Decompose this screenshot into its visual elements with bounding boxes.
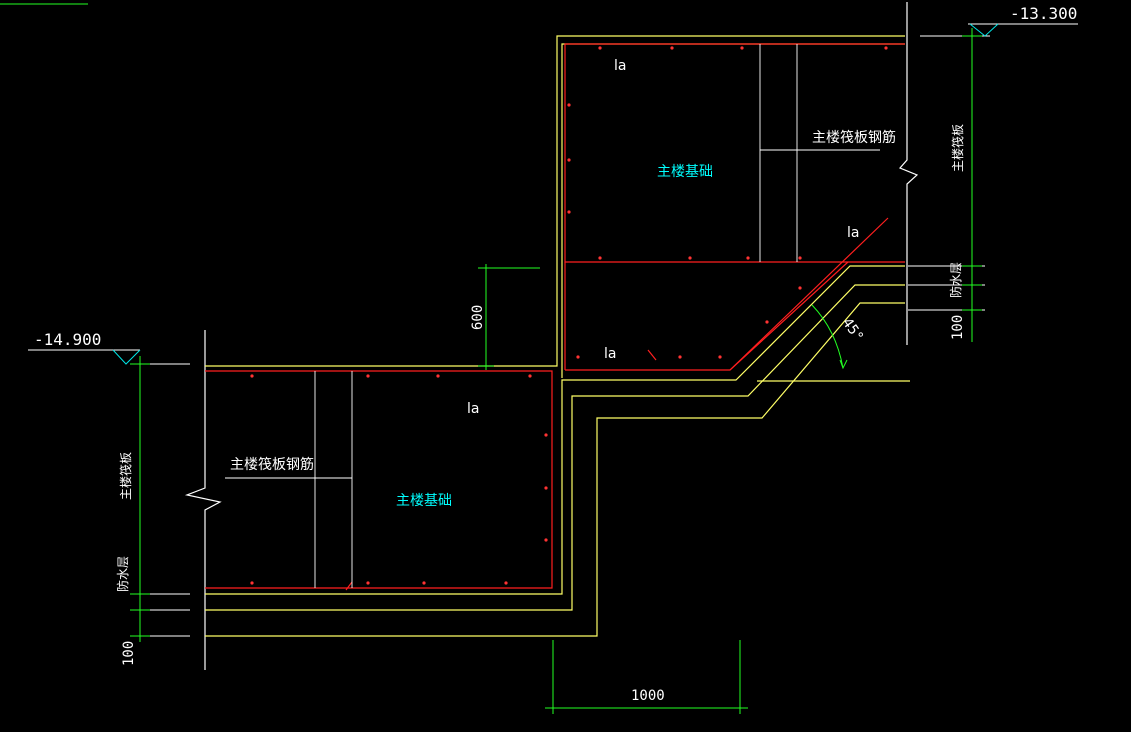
rebar-label-lower: 主楼筏板钢筋	[230, 456, 314, 473]
left-break-line	[184, 330, 222, 670]
elevation-right: -13.300	[1010, 4, 1077, 23]
elevation-left: -14.900	[34, 330, 101, 349]
elevation-mark-right	[969, 23, 999, 37]
lower-rebar-frame	[205, 370, 553, 589]
leader-lines	[28, 23, 1078, 637]
dim-width: 1000	[631, 688, 665, 704]
elevation-marks	[112, 23, 999, 365]
dim-layer-left: 100	[121, 641, 137, 666]
waterproof-label-right: 防水层	[948, 262, 963, 298]
anchor-label-2: la	[847, 225, 859, 241]
anchor-label-4: la	[467, 401, 479, 417]
slab-label-left: 主楼筏板	[118, 452, 133, 500]
waterproof-line-1	[205, 265, 905, 595]
diagonal-rebar	[729, 217, 889, 371]
angle-arc	[811, 304, 844, 369]
waterproof-line-3	[205, 302, 905, 637]
hook-1	[647, 349, 657, 361]
rebar-lines	[205, 43, 905, 591]
rebar-dots	[250, 46, 888, 585]
dim-step: 600	[470, 305, 486, 330]
slab-label-right: 主楼筏板	[950, 124, 965, 172]
upper-rebar-frame	[564, 43, 905, 263]
concrete-outline	[205, 35, 910, 637]
dim-layer-right: 100	[950, 315, 966, 340]
dimension-lines	[130, 28, 982, 714]
outer-top-outline	[205, 35, 905, 367]
foundation-label-upper: 主楼基础	[657, 163, 713, 180]
rebar-label-upper: 主楼筏板钢筋	[812, 129, 896, 146]
foundation-label-lower: 主楼基础	[396, 492, 452, 509]
hook-2	[345, 581, 353, 591]
right-break-line	[898, 2, 919, 345]
waterproof-label-left: 防水层	[115, 556, 130, 592]
waterproof-line-2	[205, 284, 905, 611]
anchor-label-1: la	[614, 58, 626, 74]
elevation-mark-left	[112, 349, 141, 365]
break-lines	[184, 2, 919, 670]
anchor-label-3: la	[604, 346, 616, 362]
